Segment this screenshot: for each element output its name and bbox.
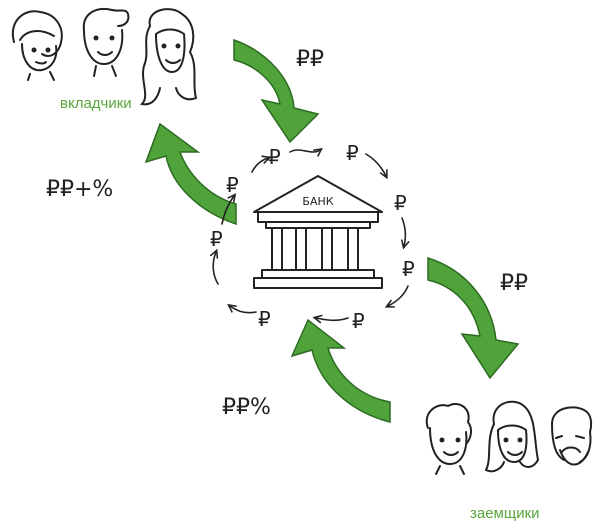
borrower-face: [551, 406, 593, 466]
borrower-face: [484, 400, 540, 473]
loan-out-label: ₽₽: [500, 271, 528, 296]
depositor-face: [11, 10, 63, 81]
depositor-face: [82, 8, 130, 77]
deposit-out-label: ₽₽+%: [46, 177, 113, 202]
arrow-deposit-in: [233, 38, 320, 144]
depositors-group: [11, 8, 198, 106]
ruble-symbol: ₽: [210, 227, 223, 251]
depositor-face: [139, 8, 198, 106]
depositors-label: вкладчики: [60, 95, 132, 112]
loan-in-label: ₽₽%: [222, 395, 271, 420]
ruble-symbol: ₽: [394, 191, 407, 215]
borrower-face: [425, 403, 473, 475]
ruble-cycle: ₽ ₽ ₽ ₽ ₽ ₽ ₽ ₽: [210, 141, 415, 333]
ruble-symbol: ₽: [346, 141, 359, 165]
ruble-symbol: ₽: [258, 307, 271, 331]
arrow-deposit-out: [144, 122, 237, 226]
curved-arrow: [427, 256, 520, 380]
arrow-loan-out: [427, 256, 520, 380]
curved-arrow: [233, 38, 320, 144]
ruble-symbol: ₽: [402, 257, 415, 281]
borrowers-group: [425, 400, 593, 475]
curved-arrow: [290, 318, 391, 423]
borrowers-label: заемщики: [470, 505, 540, 522]
arrow-loan-in: [290, 318, 391, 423]
bank-label: БАНК: [302, 195, 333, 208]
bank-building-icon: БАНК: [253, 175, 383, 289]
ruble-symbol: ₽: [268, 145, 281, 169]
ruble-symbol: ₽: [352, 309, 365, 333]
curved-arrow: [144, 122, 237, 226]
deposit-in-label: ₽₽: [296, 47, 324, 72]
ruble-symbol: ₽: [226, 173, 239, 197]
